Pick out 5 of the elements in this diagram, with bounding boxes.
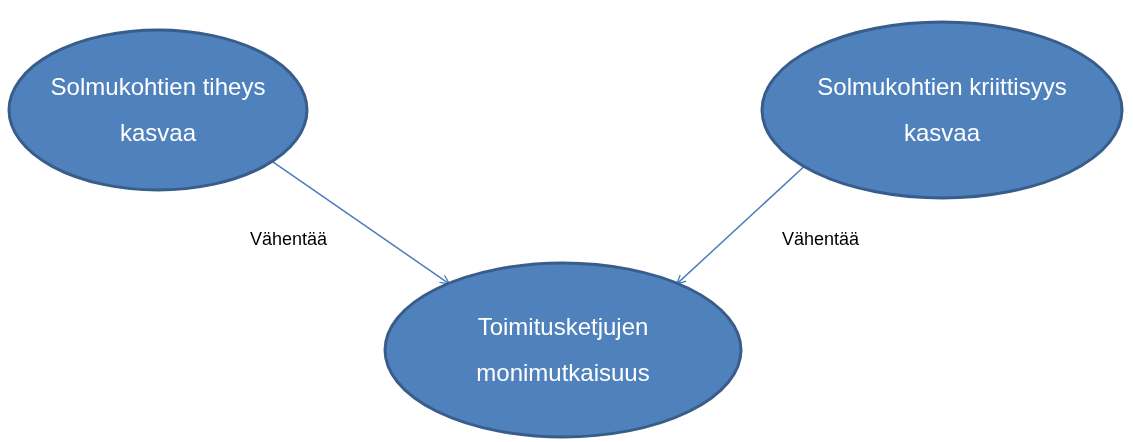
node-text: Solmukohtien kriittisyys kasvaa <box>816 72 1068 148</box>
node-text: Solmukohtien tiheys kasvaa <box>49 72 267 148</box>
node-text: Toimitusketjujen monimutkaisuus <box>475 312 651 388</box>
arrow <box>676 165 805 285</box>
arrow <box>271 160 450 285</box>
